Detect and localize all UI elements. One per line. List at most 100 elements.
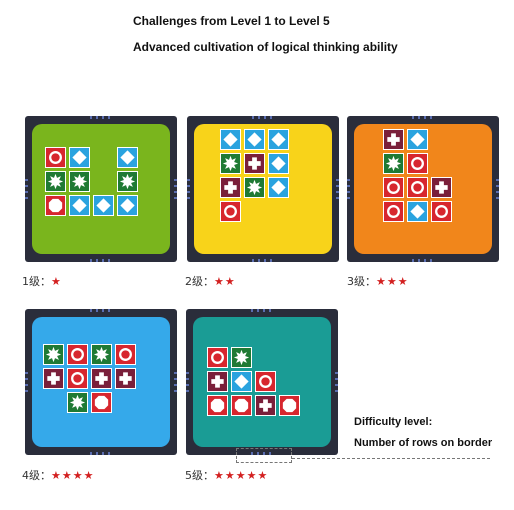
level-1-board — [25, 116, 177, 262]
blue-diamond-tile — [231, 371, 252, 392]
red-ring-tile — [431, 201, 452, 222]
red-ring-tile — [383, 201, 404, 222]
level-5-stars: ★★★★★ — [214, 469, 269, 482]
level-4-caption: 4级：★★★★ — [22, 467, 94, 483]
red-octagon-tile — [279, 395, 300, 416]
green-star-icon — [221, 154, 240, 173]
maroon-cross-icon — [116, 369, 135, 388]
red-octagon-icon — [232, 396, 251, 415]
red-ring-tile — [407, 177, 428, 198]
red-ring-icon — [68, 369, 87, 388]
blue-diamond-icon — [245, 130, 264, 149]
maroon-cross-tile — [244, 153, 265, 174]
maroon-cross-tile — [115, 368, 136, 389]
maroon-cross-icon — [221, 178, 240, 197]
green-star-tile — [117, 171, 138, 192]
red-octagon-tile — [91, 392, 112, 413]
green-star-tile — [220, 153, 241, 174]
blue-diamond-tile — [117, 147, 138, 168]
level-1-label: 1级： — [22, 275, 51, 288]
blue-diamond-icon — [232, 372, 251, 391]
level-3-board — [347, 116, 499, 262]
green-star-tile — [45, 171, 66, 192]
green-star-icon — [118, 172, 137, 191]
red-ring-icon — [384, 178, 403, 197]
green-star-icon — [245, 178, 264, 197]
blue-diamond-icon — [221, 130, 240, 149]
blue-diamond-icon — [118, 196, 137, 215]
red-ring-icon — [408, 178, 427, 197]
level-3-label: 3级： — [347, 275, 376, 288]
level-3-border-rails — [347, 116, 499, 262]
blue-diamond-tile — [93, 195, 114, 216]
red-ring-tile — [67, 344, 88, 365]
level-1-stars: ★ — [51, 275, 62, 288]
green-star-tile — [231, 347, 252, 368]
headline-subtitle: Advanced cultivation of logical thinking… — [133, 40, 398, 54]
red-ring-tile — [407, 153, 428, 174]
blue-diamond-icon — [408, 130, 427, 149]
green-star-tile — [67, 392, 88, 413]
level-2-board — [187, 116, 339, 262]
level-5-caption: 5级：★★★★★ — [185, 467, 268, 483]
level-2-caption: 2级：★★ — [185, 273, 236, 289]
blue-diamond-icon — [408, 202, 427, 221]
blue-diamond-icon — [70, 196, 89, 215]
level-1-caption: 1级：★ — [22, 273, 62, 289]
level-4-board — [25, 309, 177, 455]
blue-diamond-tile — [268, 129, 289, 150]
red-octagon-tile — [45, 195, 66, 216]
rows-note: Number of rows on border — [354, 437, 493, 449]
red-ring-icon — [384, 202, 403, 221]
green-star-icon — [92, 345, 111, 364]
border-rows-callout — [236, 448, 292, 463]
maroon-cross-icon — [384, 130, 403, 149]
red-ring-tile — [207, 347, 228, 368]
difficulty-note: Difficulty level: — [354, 416, 433, 428]
green-star-icon — [44, 345, 63, 364]
maroon-cross-tile — [431, 177, 452, 198]
blue-diamond-tile — [220, 129, 241, 150]
level-4-stars: ★★★★ — [51, 469, 95, 482]
blue-diamond-tile — [69, 147, 90, 168]
maroon-cross-tile — [255, 395, 276, 416]
level-4-border-rails — [25, 309, 177, 455]
green-star-icon — [384, 154, 403, 173]
green-star-icon — [232, 348, 251, 367]
green-star-tile — [244, 177, 265, 198]
red-octagon-tile — [207, 395, 228, 416]
blue-diamond-tile — [268, 177, 289, 198]
maroon-cross-tile — [383, 129, 404, 150]
level-5-label: 5级： — [185, 469, 214, 482]
red-ring-tile — [67, 368, 88, 389]
level-4-label: 4级： — [22, 469, 51, 482]
maroon-cross-icon — [432, 178, 451, 197]
blue-diamond-icon — [269, 130, 288, 149]
red-ring-tile — [45, 147, 66, 168]
maroon-cross-icon — [256, 396, 275, 415]
blue-diamond-tile — [407, 201, 428, 222]
level-2-border-rails — [187, 116, 339, 262]
maroon-cross-tile — [91, 368, 112, 389]
headline-title: Challenges from Level 1 to Level 5 — [133, 14, 330, 28]
red-ring-tile — [115, 344, 136, 365]
maroon-cross-icon — [92, 369, 111, 388]
red-octagon-icon — [46, 196, 65, 215]
blue-diamond-icon — [269, 154, 288, 173]
callout-leader-line — [292, 458, 490, 459]
red-ring-icon — [208, 348, 227, 367]
red-ring-icon — [46, 148, 65, 167]
blue-diamond-tile — [268, 153, 289, 174]
green-star-icon — [70, 172, 89, 191]
red-ring-tile — [255, 371, 276, 392]
level-2-stars: ★★ — [214, 275, 236, 288]
red-octagon-tile — [231, 395, 252, 416]
maroon-cross-icon — [245, 154, 264, 173]
green-star-tile — [383, 153, 404, 174]
maroon-cross-tile — [220, 177, 241, 198]
red-ring-icon — [116, 345, 135, 364]
red-ring-icon — [68, 345, 87, 364]
level-2-label: 2级： — [185, 275, 214, 288]
maroon-cross-icon — [208, 372, 227, 391]
green-star-tile — [91, 344, 112, 365]
